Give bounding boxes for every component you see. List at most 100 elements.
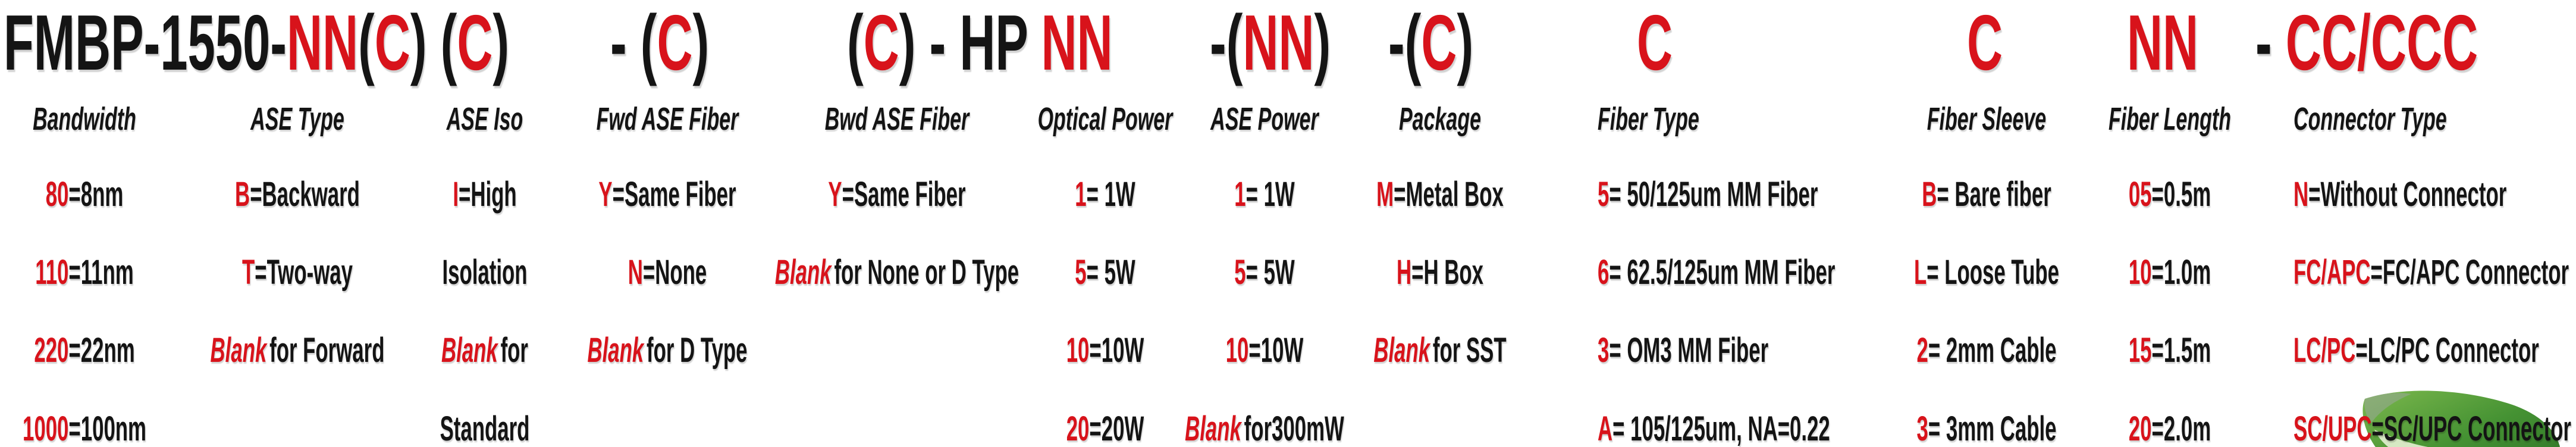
text-segment: B bbox=[1922, 175, 1937, 214]
text-segment: 1000 bbox=[22, 410, 69, 447]
text-segment: =10W bbox=[1248, 331, 1304, 370]
text-segment: -( bbox=[1210, 0, 1243, 86]
fwd-ase-fiber-code: - (C) bbox=[610, 4, 709, 82]
column-header-fwd-ase-fiber: Fwd ASE Fiber bbox=[596, 101, 739, 137]
option-optical-power-row3: 10=10W bbox=[1066, 333, 1144, 368]
text-segment: =Backward bbox=[250, 175, 360, 214]
text-segment: 15 bbox=[2128, 331, 2152, 370]
option-optical-power-row4: 20=20W bbox=[1066, 412, 1144, 446]
text-segment: 220 bbox=[34, 331, 69, 370]
option-connector-type-row1: N=Without Connector bbox=[2293, 177, 2506, 212]
option-package-row1: M=Metal Box bbox=[1376, 177, 1504, 212]
text-segment: =None bbox=[642, 253, 707, 292]
text-segment: 5 bbox=[1234, 253, 1246, 292]
option-fwd-ase-fiber-row2: N=None bbox=[628, 255, 707, 290]
column-header-connector-type: Connector Type bbox=[2293, 101, 2447, 137]
text-segment: C bbox=[1636, 0, 1673, 86]
text-segment: for SST bbox=[1432, 331, 1507, 370]
option-fwd-ase-fiber-row3: Blankfor D Type bbox=[587, 333, 747, 368]
column-header-optical-power: Optical Power bbox=[1037, 101, 1173, 137]
option-connector-type-row3: LC/PC=LC/PC Connector bbox=[2293, 333, 2539, 368]
text-segment: Blank bbox=[210, 331, 267, 370]
text-segment: 05 bbox=[2128, 175, 2152, 214]
option-ase-iso-row2: Isolation bbox=[442, 255, 527, 290]
text-segment: for bbox=[500, 331, 528, 370]
text-segment: C bbox=[457, 0, 493, 86]
ase-power-code: -(NN) bbox=[1210, 4, 1331, 82]
text-segment: C bbox=[657, 0, 693, 86]
text-segment: =1.0m bbox=[2151, 253, 2211, 292]
text-segment: 20 bbox=[2128, 410, 2152, 447]
option-package-row2: H=H Box bbox=[1397, 255, 1483, 290]
text-segment: FC/APC bbox=[2293, 253, 2371, 292]
text-segment: Blank bbox=[774, 253, 832, 292]
text-segment: NN bbox=[2126, 0, 2199, 86]
text-segment: C bbox=[1966, 0, 2003, 86]
text-segment: = Bare fiber bbox=[1937, 175, 2051, 214]
text-segment: M bbox=[1376, 175, 1394, 214]
green-leaf-watermark bbox=[2362, 390, 2560, 447]
text-segment: 6 bbox=[1598, 253, 1609, 292]
option-connector-type-row2: FC/APC=FC/APC Connector bbox=[2293, 255, 2569, 290]
text-segment: 1 bbox=[1234, 175, 1246, 214]
text-segment: =Metal Box bbox=[1394, 175, 1504, 214]
text-segment: 3 bbox=[1598, 331, 1609, 370]
option-fiber-length-row2: 10=1.0m bbox=[2129, 255, 2211, 290]
option-ase-power-row1: 1= 1W bbox=[1234, 177, 1295, 212]
column-header-ase-power: ASE Power bbox=[1210, 101, 1319, 137]
text-segment: = Loose Tube bbox=[1926, 253, 2059, 292]
text-segment: ) bbox=[692, 0, 710, 86]
text-segment: = 105/125um, NA=0.22 bbox=[1612, 410, 1830, 447]
column-header-bwd-ase-fiber: Bwd ASE Fiber bbox=[824, 101, 969, 137]
option-fiber-sleeve-row2: L= Loose Tube bbox=[1914, 255, 2059, 290]
fiber-sleeve-code: C bbox=[1967, 4, 2003, 82]
option-fiber-type-row3: 3= OM3 MM Fiber bbox=[1598, 333, 1768, 368]
column-header-ase-type: ASE Type bbox=[250, 101, 344, 137]
option-fiber-type-row1: 5= 50/125um MM Fiber bbox=[1598, 177, 1818, 212]
text-segment: 10 bbox=[2128, 253, 2152, 292]
connector-type-code: - CC/CCC bbox=[2255, 4, 2478, 82]
text-segment: N bbox=[627, 253, 643, 292]
text-segment: =Two-way bbox=[255, 253, 353, 292]
text-segment: Blank bbox=[587, 331, 644, 370]
column-header-bandwidth: Bandwidth bbox=[33, 101, 136, 137]
text-segment: ( bbox=[847, 0, 864, 86]
text-segment: ) - HP bbox=[899, 0, 1041, 86]
option-fiber-length-row4: 20=2.0m bbox=[2129, 412, 2211, 446]
option-ase-iso-row1: I=High bbox=[453, 177, 516, 212]
text-segment: =SC/UPC Connector bbox=[2371, 410, 2571, 447]
text-segment: ) bbox=[1457, 0, 1474, 86]
option-fiber-length-row3: 15=1.5m bbox=[2129, 333, 2211, 368]
text-segment: for None or D Type bbox=[834, 253, 1019, 292]
text-segment: = 2mm Cable bbox=[1928, 331, 2057, 370]
option-ase-power-row4: Blankfor300mW bbox=[1185, 412, 1344, 446]
text-segment: =1.5m bbox=[2151, 331, 2211, 370]
text-segment: NN bbox=[1041, 0, 1113, 86]
option-bandwidth-row1: 80=8nm bbox=[46, 177, 124, 212]
text-segment: for300mW bbox=[1244, 410, 1344, 447]
text-segment: =20W bbox=[1089, 410, 1144, 447]
text-segment: 10 bbox=[1225, 331, 1249, 370]
text-segment: C bbox=[863, 0, 899, 86]
option-ase-iso-row3: Blankfor bbox=[441, 333, 528, 368]
text-segment: = 5W bbox=[1245, 253, 1295, 292]
text-segment: A bbox=[1598, 410, 1613, 447]
text-segment: =Without Connector bbox=[2308, 175, 2507, 214]
text-segment: ) bbox=[1314, 0, 1331, 86]
text-segment: =0.5m bbox=[2151, 175, 2211, 214]
text-segment: 5 bbox=[1075, 253, 1087, 292]
option-ase-power-row2: 5= 5W bbox=[1234, 255, 1295, 290]
text-segment: B bbox=[235, 175, 250, 214]
option-ase-type-row2: T=Two-way bbox=[242, 255, 353, 290]
text-segment: T bbox=[242, 253, 255, 292]
text-segment: =H Box bbox=[1411, 253, 1484, 292]
text-segment: =Same Fiber bbox=[612, 175, 736, 214]
text-segment: C bbox=[374, 0, 410, 86]
text-segment: Isolation bbox=[442, 253, 528, 292]
text-segment: Y bbox=[828, 175, 842, 214]
text-segment: = 5W bbox=[1086, 253, 1135, 292]
text-segment: ) bbox=[492, 0, 510, 86]
fiber-type-code: C bbox=[1637, 4, 1673, 82]
text-segment: I bbox=[453, 175, 459, 214]
